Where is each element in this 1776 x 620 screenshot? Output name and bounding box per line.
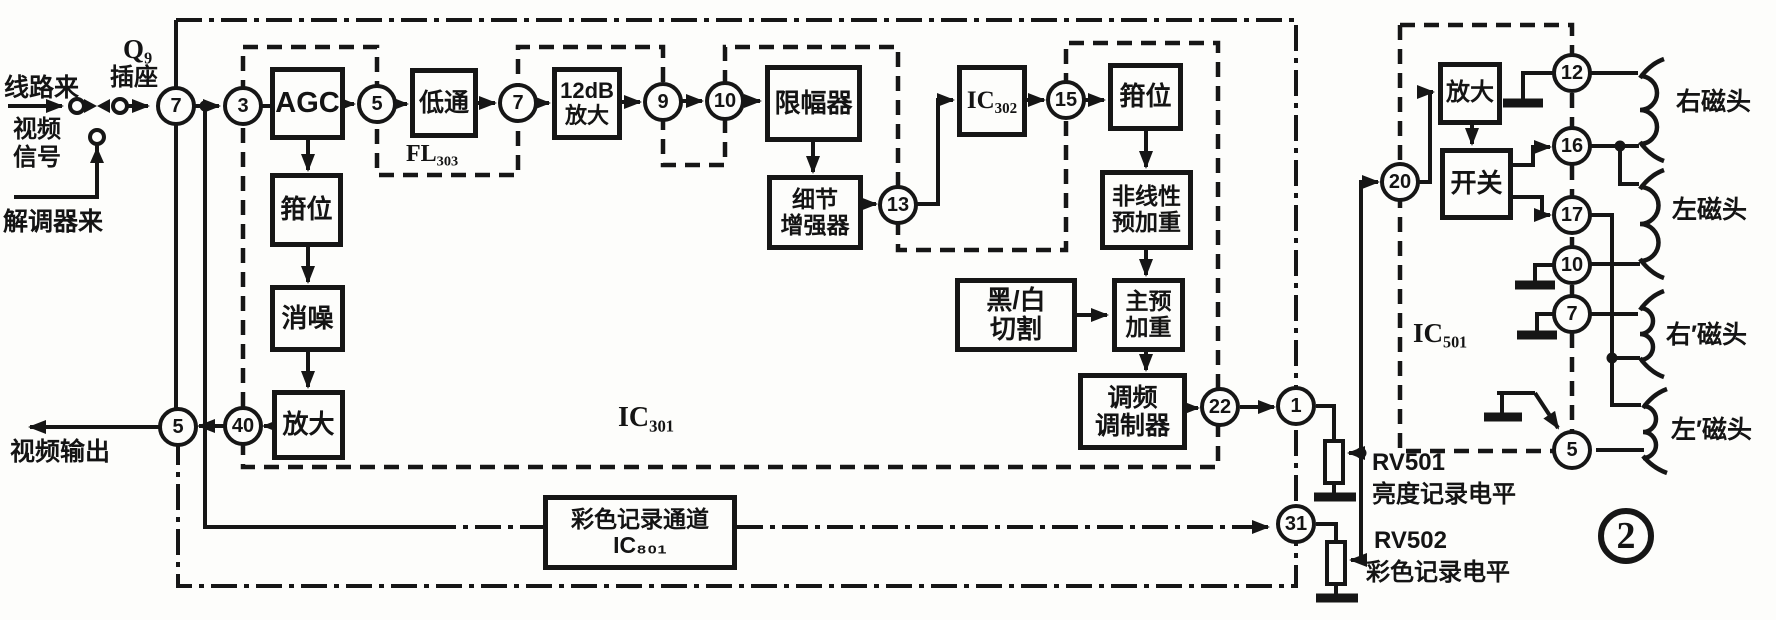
label-rv502-desc: 彩色记录电平 [1366,559,1510,586]
coil-right-head [1638,56,1665,164]
signal-wires [8,20,1644,595]
block-clamp-2: 箝位 [1108,63,1183,131]
pin-5-head: 5 [1552,430,1592,470]
plug-arrow-right [84,99,97,113]
block-main-preemphasis: 主预 加重 [1112,278,1185,352]
head-coils [1638,56,1668,476]
pin-16-head: 16 [1552,126,1592,166]
pin-10-head: 10 [1552,245,1592,285]
jack-circle-2 [111,97,129,115]
pin-7-lpf-out: 7 [498,83,538,123]
block-bw-clip: 黑/白 切割 [955,278,1077,352]
block-clamp-1: 箝位 [270,173,343,247]
block-ic501-amp: 放大 [1438,62,1502,125]
pin-9: 9 [643,82,683,122]
pin-7-line-input: 7 [156,86,196,126]
plug-arrow-left [97,99,110,113]
block-12db-amp: 12dB 放大 [552,67,622,140]
label-rv502: RV502 [1374,527,1447,554]
block-ic501-switch: 开关 [1440,148,1513,220]
block-lowpass: 低通 [410,68,478,138]
input-connector [68,97,129,163]
label-video-out: 视频输出 [10,438,111,466]
ee-loop-dashdot-line [176,18,1298,588]
block-agc: AGC [270,67,345,140]
figure-number: 2 [1616,515,1636,557]
pin-17-head: 17 [1552,195,1592,235]
pin-10-limiter-in: 10 [705,81,745,121]
pin-15-clamp-in: 15 [1046,80,1086,120]
pin-40-video-amp-out: 40 [223,406,263,446]
label-line-in: 线路来 [4,74,80,102]
label-ic501: IC₅₀₁ [1413,318,1468,348]
block-fm-modulator: 调频 调制器 [1078,373,1187,450]
ic501-dashed-outline [1397,22,1575,454]
ground-bars [1314,98,1557,603]
coil-left-head [1638,167,1665,281]
pin-20-ic501-in: 20 [1380,162,1420,202]
block-limiter: 限幅器 [765,65,862,142]
label-rv501-desc: 亮度记录电平 [1372,481,1516,508]
label-video-signal: 视频 信号 [13,116,61,171]
ic301-dashed-outline [240,40,1221,470]
pin-7-head: 7 [1552,294,1592,334]
figure-number-badge: 2 [1598,508,1654,564]
label-left-head: 左磁头 [1672,196,1748,224]
rv502-pot [1325,540,1347,586]
pin-5-video-out-node: 5 [158,407,198,447]
label-ic301: IC₃₀₁ [618,402,675,433]
label-socket: 插座 [110,64,158,91]
rv501-pot [1323,439,1345,485]
label-rv501: RV501 [1372,449,1445,476]
label-right-head: 右磁头 [1676,88,1752,116]
pin-3-agc-in: 3 [223,86,263,126]
label-left2-head: 左′磁头 [1671,416,1752,444]
pin-1-luma-node: 1 [1276,386,1316,426]
label-fl303: FL₃₀₃ [406,141,459,167]
block-denoise: 消噪 [270,285,345,352]
block-detail-enhancer: 细节 增强器 [767,175,863,250]
label-from-demodulator: 解调器来 [3,208,104,236]
pin-22-fm-out: 22 [1200,387,1240,427]
junction-dots [199,100,1626,459]
coil-left2-head [1641,386,1668,476]
pin-31-chroma-node: 31 [1276,504,1316,544]
block-nonlinear-preemphasis: 非线性 预加重 [1100,170,1193,250]
jack-circle-demod [88,128,106,146]
pin-12-head: 12 [1552,53,1592,93]
block-ic302: IC₃₀₂ [957,65,1027,137]
label-q9: Q₉ [123,34,153,64]
demod-up-arrow [90,147,104,163]
pin-5-agc-out: 5 [357,84,397,124]
label-right2-head: 右′磁头 [1666,321,1747,349]
jack-circle-1 [68,97,86,115]
block-output-amp: 放大 [272,390,345,460]
coil-right2-head [1638,288,1665,380]
block-chroma-record-channel: 彩色记录通道 IC₈₀₁ [543,495,737,570]
pin-13-detail-out: 13 [878,185,918,225]
